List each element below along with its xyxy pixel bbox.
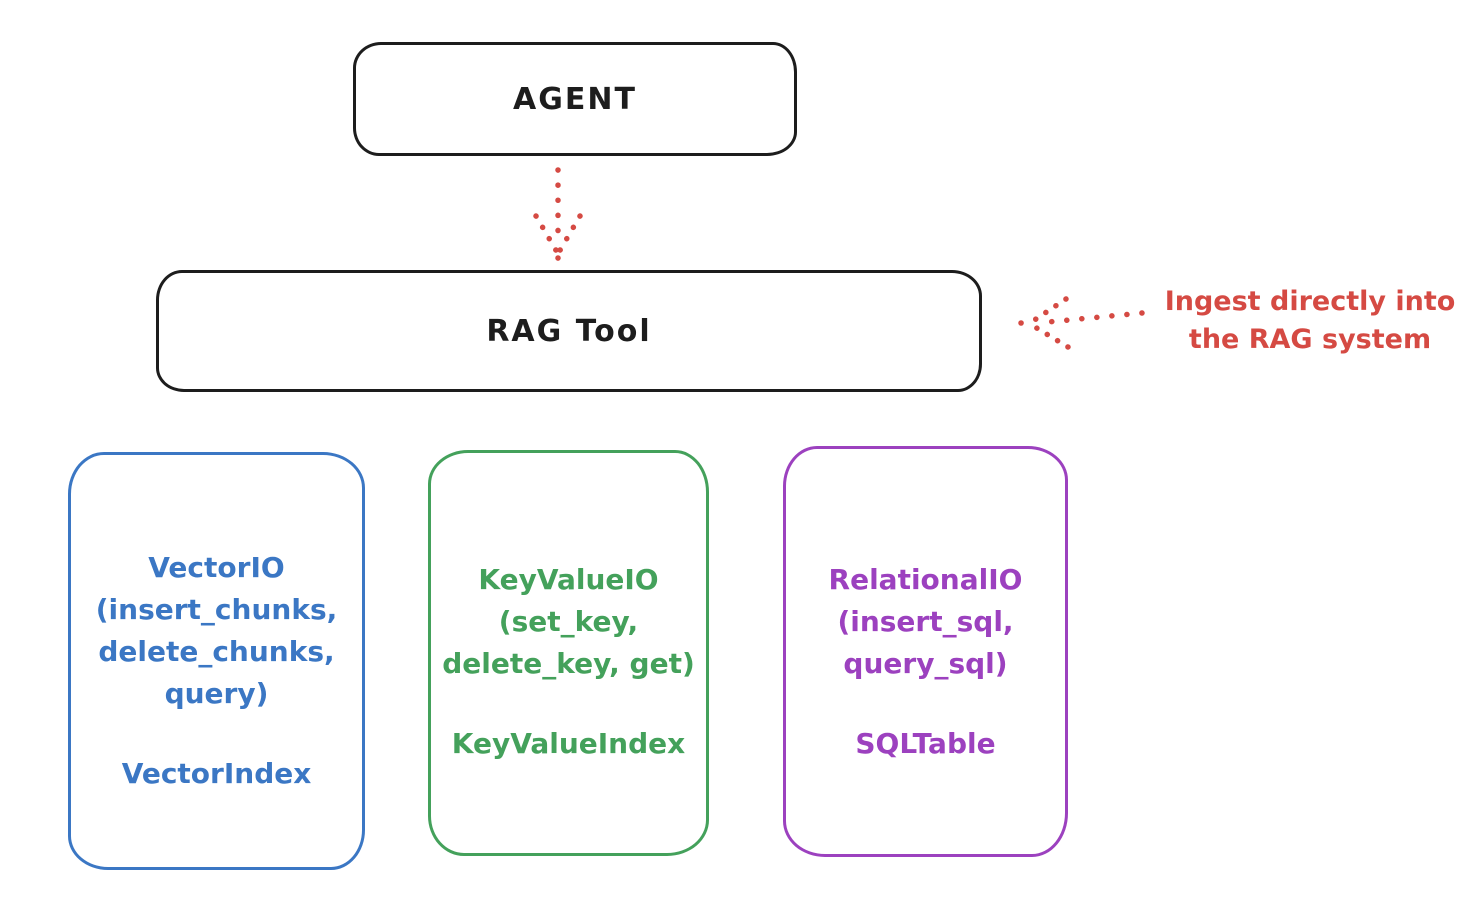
vector-io-methods-line: query) — [164, 677, 269, 710]
vector-index-label: VectorIndex — [121, 757, 312, 790]
agent-node: AGENT — [353, 42, 797, 156]
relational-io-title: RelationalIO — [828, 563, 1023, 596]
keyvalue-io-methods-line: delete_key, get) — [442, 647, 695, 680]
relational-io-node: RelationalIO (insert_sql, query_sql) SQL… — [783, 446, 1068, 857]
keyvalue-io-title: KeyValueIO — [478, 563, 659, 596]
keyvalue-io-node: KeyValueIO (set_key, delete_key, get) Ke… — [428, 450, 709, 856]
rag-tool-label: RAG Tool — [486, 313, 652, 349]
vector-io-methods-line: delete_chunks, — [98, 635, 335, 668]
vector-io-methods-line: (insert_chunks, — [95, 593, 338, 626]
rag-tool-node: RAG Tool — [156, 270, 982, 392]
relational-io-methods-line: (insert_sql, — [837, 605, 1014, 638]
agent-label: AGENT — [513, 81, 637, 117]
vector-io-title: VectorIO — [148, 551, 285, 584]
vector-io-node: VectorIO (insert_chunks, delete_chunks, … — [68, 452, 365, 870]
agent-to-rag-arrow-icon — [533, 167, 583, 262]
sql-table-label: SQLTable — [855, 727, 996, 760]
ingest-annotation: Ingest directly into the RAG system — [1140, 283, 1480, 359]
keyvalue-io-methods-line: (set_key, — [498, 605, 639, 638]
keyvalue-index-label: KeyValueIndex — [451, 727, 686, 760]
ingest-annotation-line2: the RAG system — [1188, 324, 1432, 355]
ingest-annotation-arrow-icon — [1018, 296, 1145, 350]
ingest-annotation-line1: Ingest directly into — [1164, 286, 1456, 317]
relational-io-methods-line: query_sql) — [843, 647, 1008, 680]
